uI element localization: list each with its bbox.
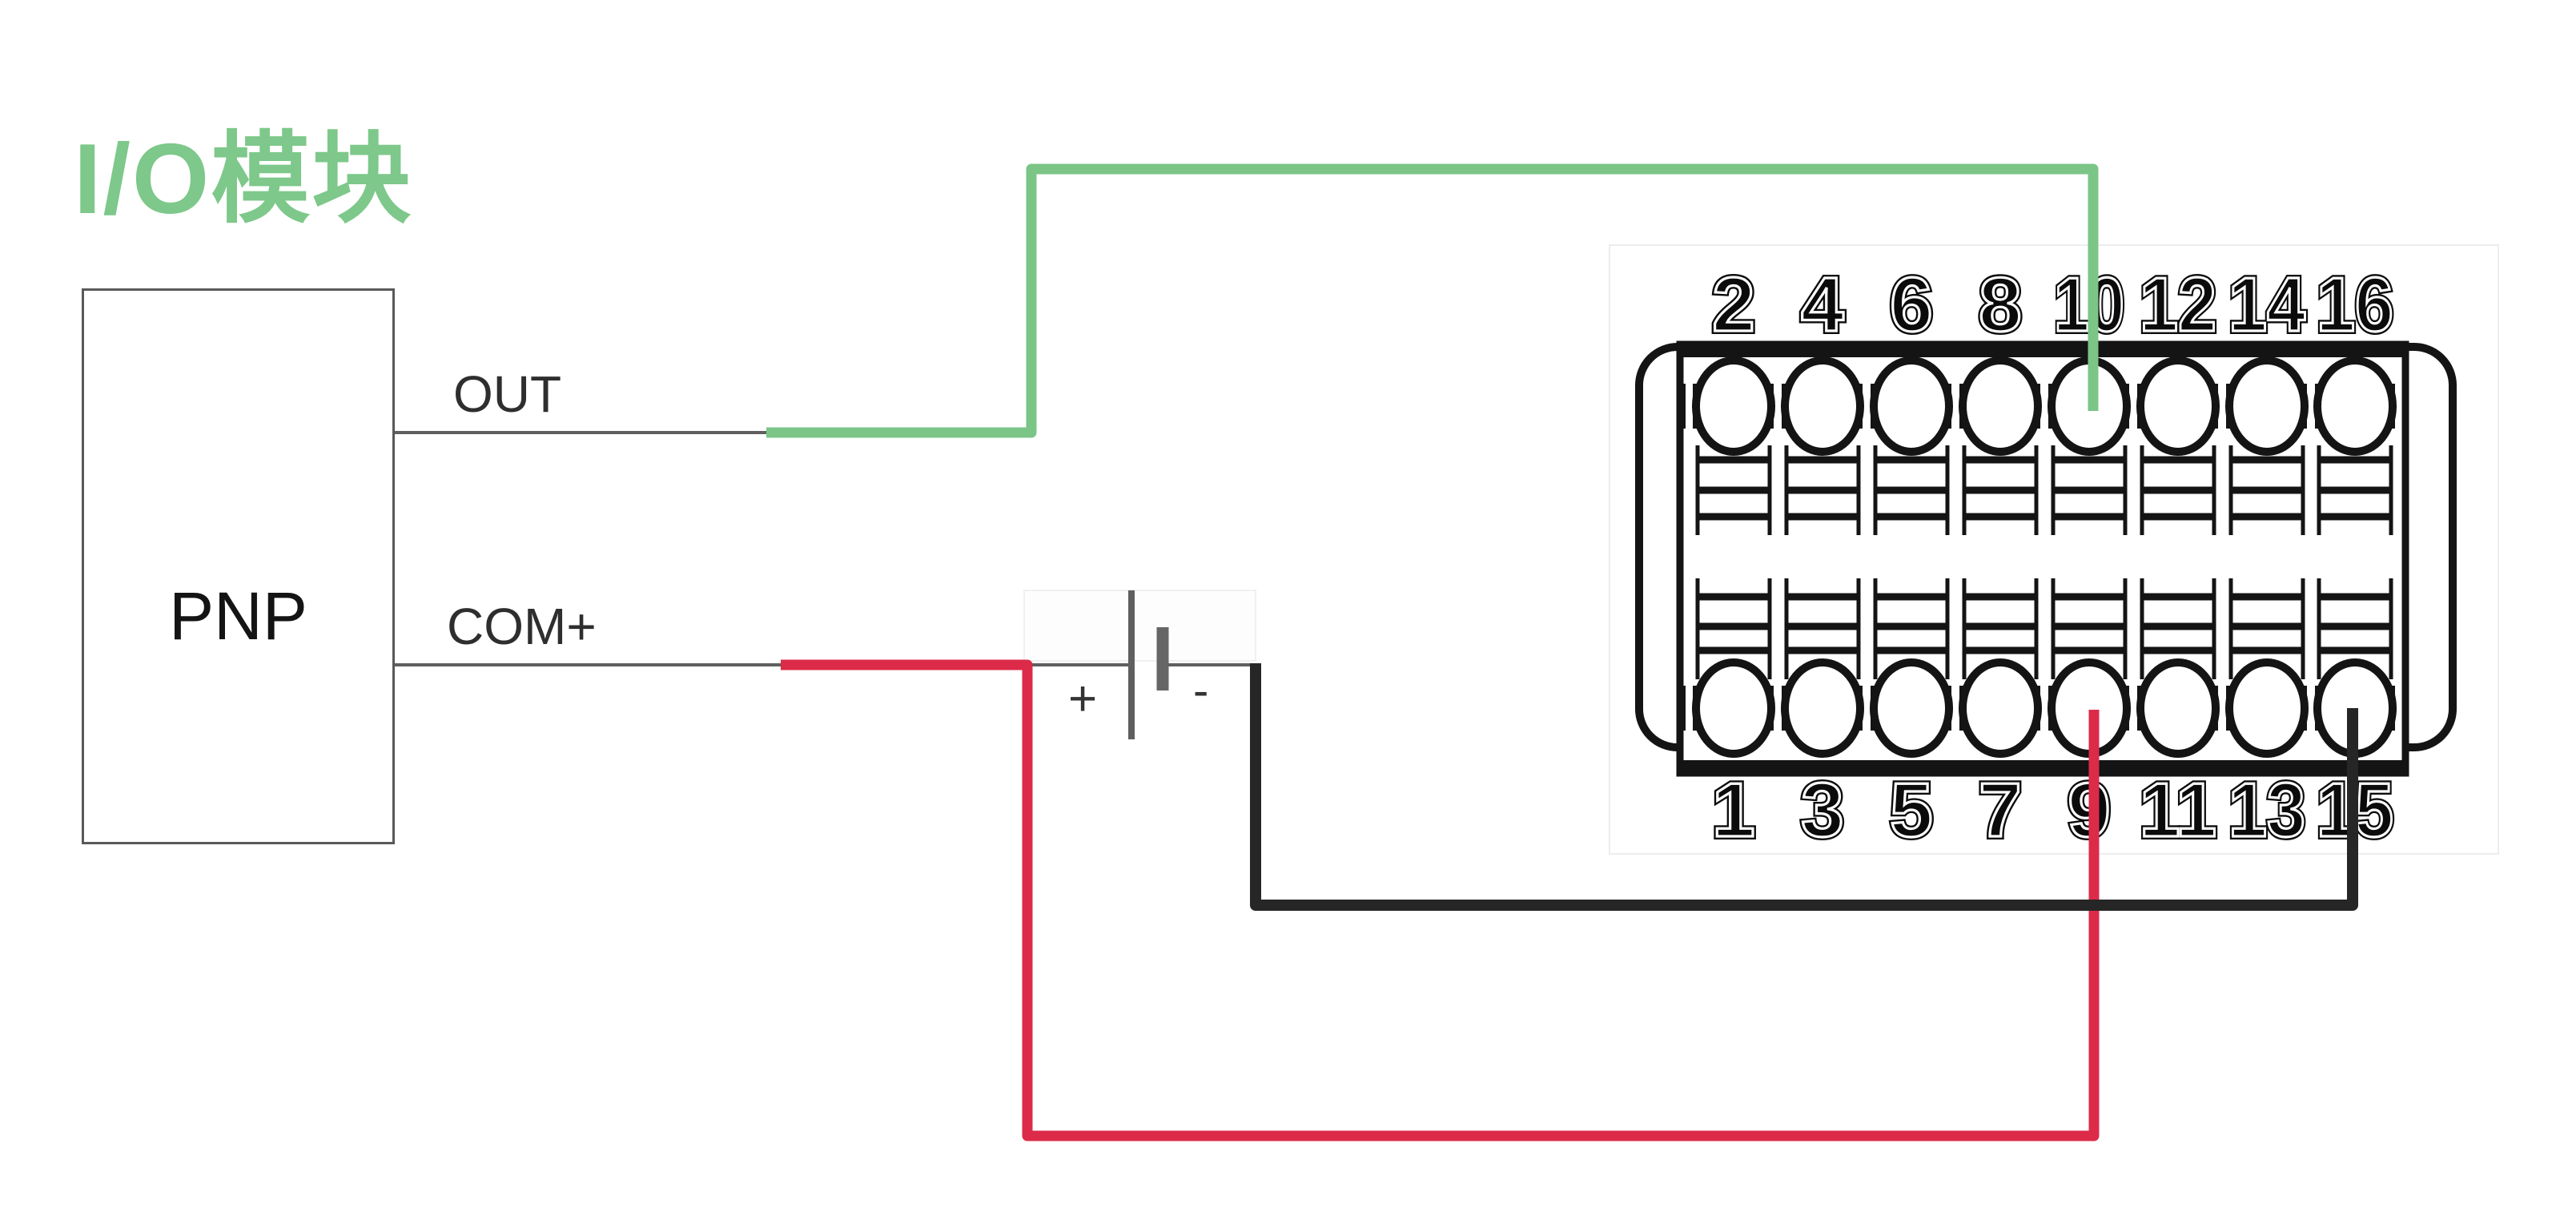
pin-number-11: 11	[2140, 767, 2216, 853]
svg-text:11: 11	[2140, 767, 2216, 853]
pin-number-12: 12	[2140, 262, 2216, 348]
svg-text:1: 1	[1712, 767, 1754, 853]
green-wire-out-to-pin10	[766, 163, 2099, 438]
svg-text:16: 16	[2317, 262, 2393, 348]
svg-text:4: 4	[1801, 262, 1843, 348]
pin-number-3: 3	[1801, 767, 1843, 853]
black-wire-battery-to-pin15	[1250, 663, 2358, 911]
svg-text:6: 6	[1890, 262, 1932, 348]
svg-text:5: 5	[1890, 767, 1932, 853]
pin-number-5: 5	[1890, 767, 1932, 853]
pnp-device-label: PNP	[169, 578, 307, 654]
battery-image-box	[1023, 590, 1256, 662]
svg-text:3: 3	[1801, 767, 1843, 853]
battery-minus-sign: -	[1193, 665, 1209, 717]
pin-number-6: 6	[1890, 262, 1932, 348]
svg-text:12: 12	[2140, 262, 2216, 348]
pin-number-16: 16	[2317, 262, 2393, 348]
page-title: I/O模块	[74, 124, 413, 235]
pin-number-7: 7	[1979, 767, 2021, 853]
out-terminal-label: OUT	[453, 365, 562, 423]
svg-text:8: 8	[1979, 262, 2021, 348]
pin-number-4: 4	[1801, 262, 1843, 348]
pin-number-1: 1	[1712, 767, 1754, 853]
svg-text:13: 13	[2228, 767, 2305, 853]
terminal-connector	[1635, 340, 2457, 777]
svg-text:14: 14	[2228, 262, 2305, 348]
pin-number-8: 8	[1979, 262, 2021, 348]
battery-symbol	[1128, 590, 1169, 739]
pin-number-13: 13	[2228, 767, 2305, 853]
pin-number-2: 2	[1712, 262, 1754, 348]
com-terminal-label: COM+	[447, 598, 597, 655]
pnp-device-box: PNP	[82, 288, 395, 844]
pin-number-14: 14	[2228, 262, 2305, 348]
red-wire-com-to-pin9	[781, 659, 2100, 1141]
battery-plus-sign: +	[1068, 671, 1098, 727]
svg-text:2: 2	[1712, 262, 1754, 348]
connector-bottom-pin-numbers: 1 1 3 3 5 5 7 7 9 9 11 11 13 13 15 15	[1709, 764, 2397, 856]
svg-text:7: 7	[1979, 767, 2021, 853]
